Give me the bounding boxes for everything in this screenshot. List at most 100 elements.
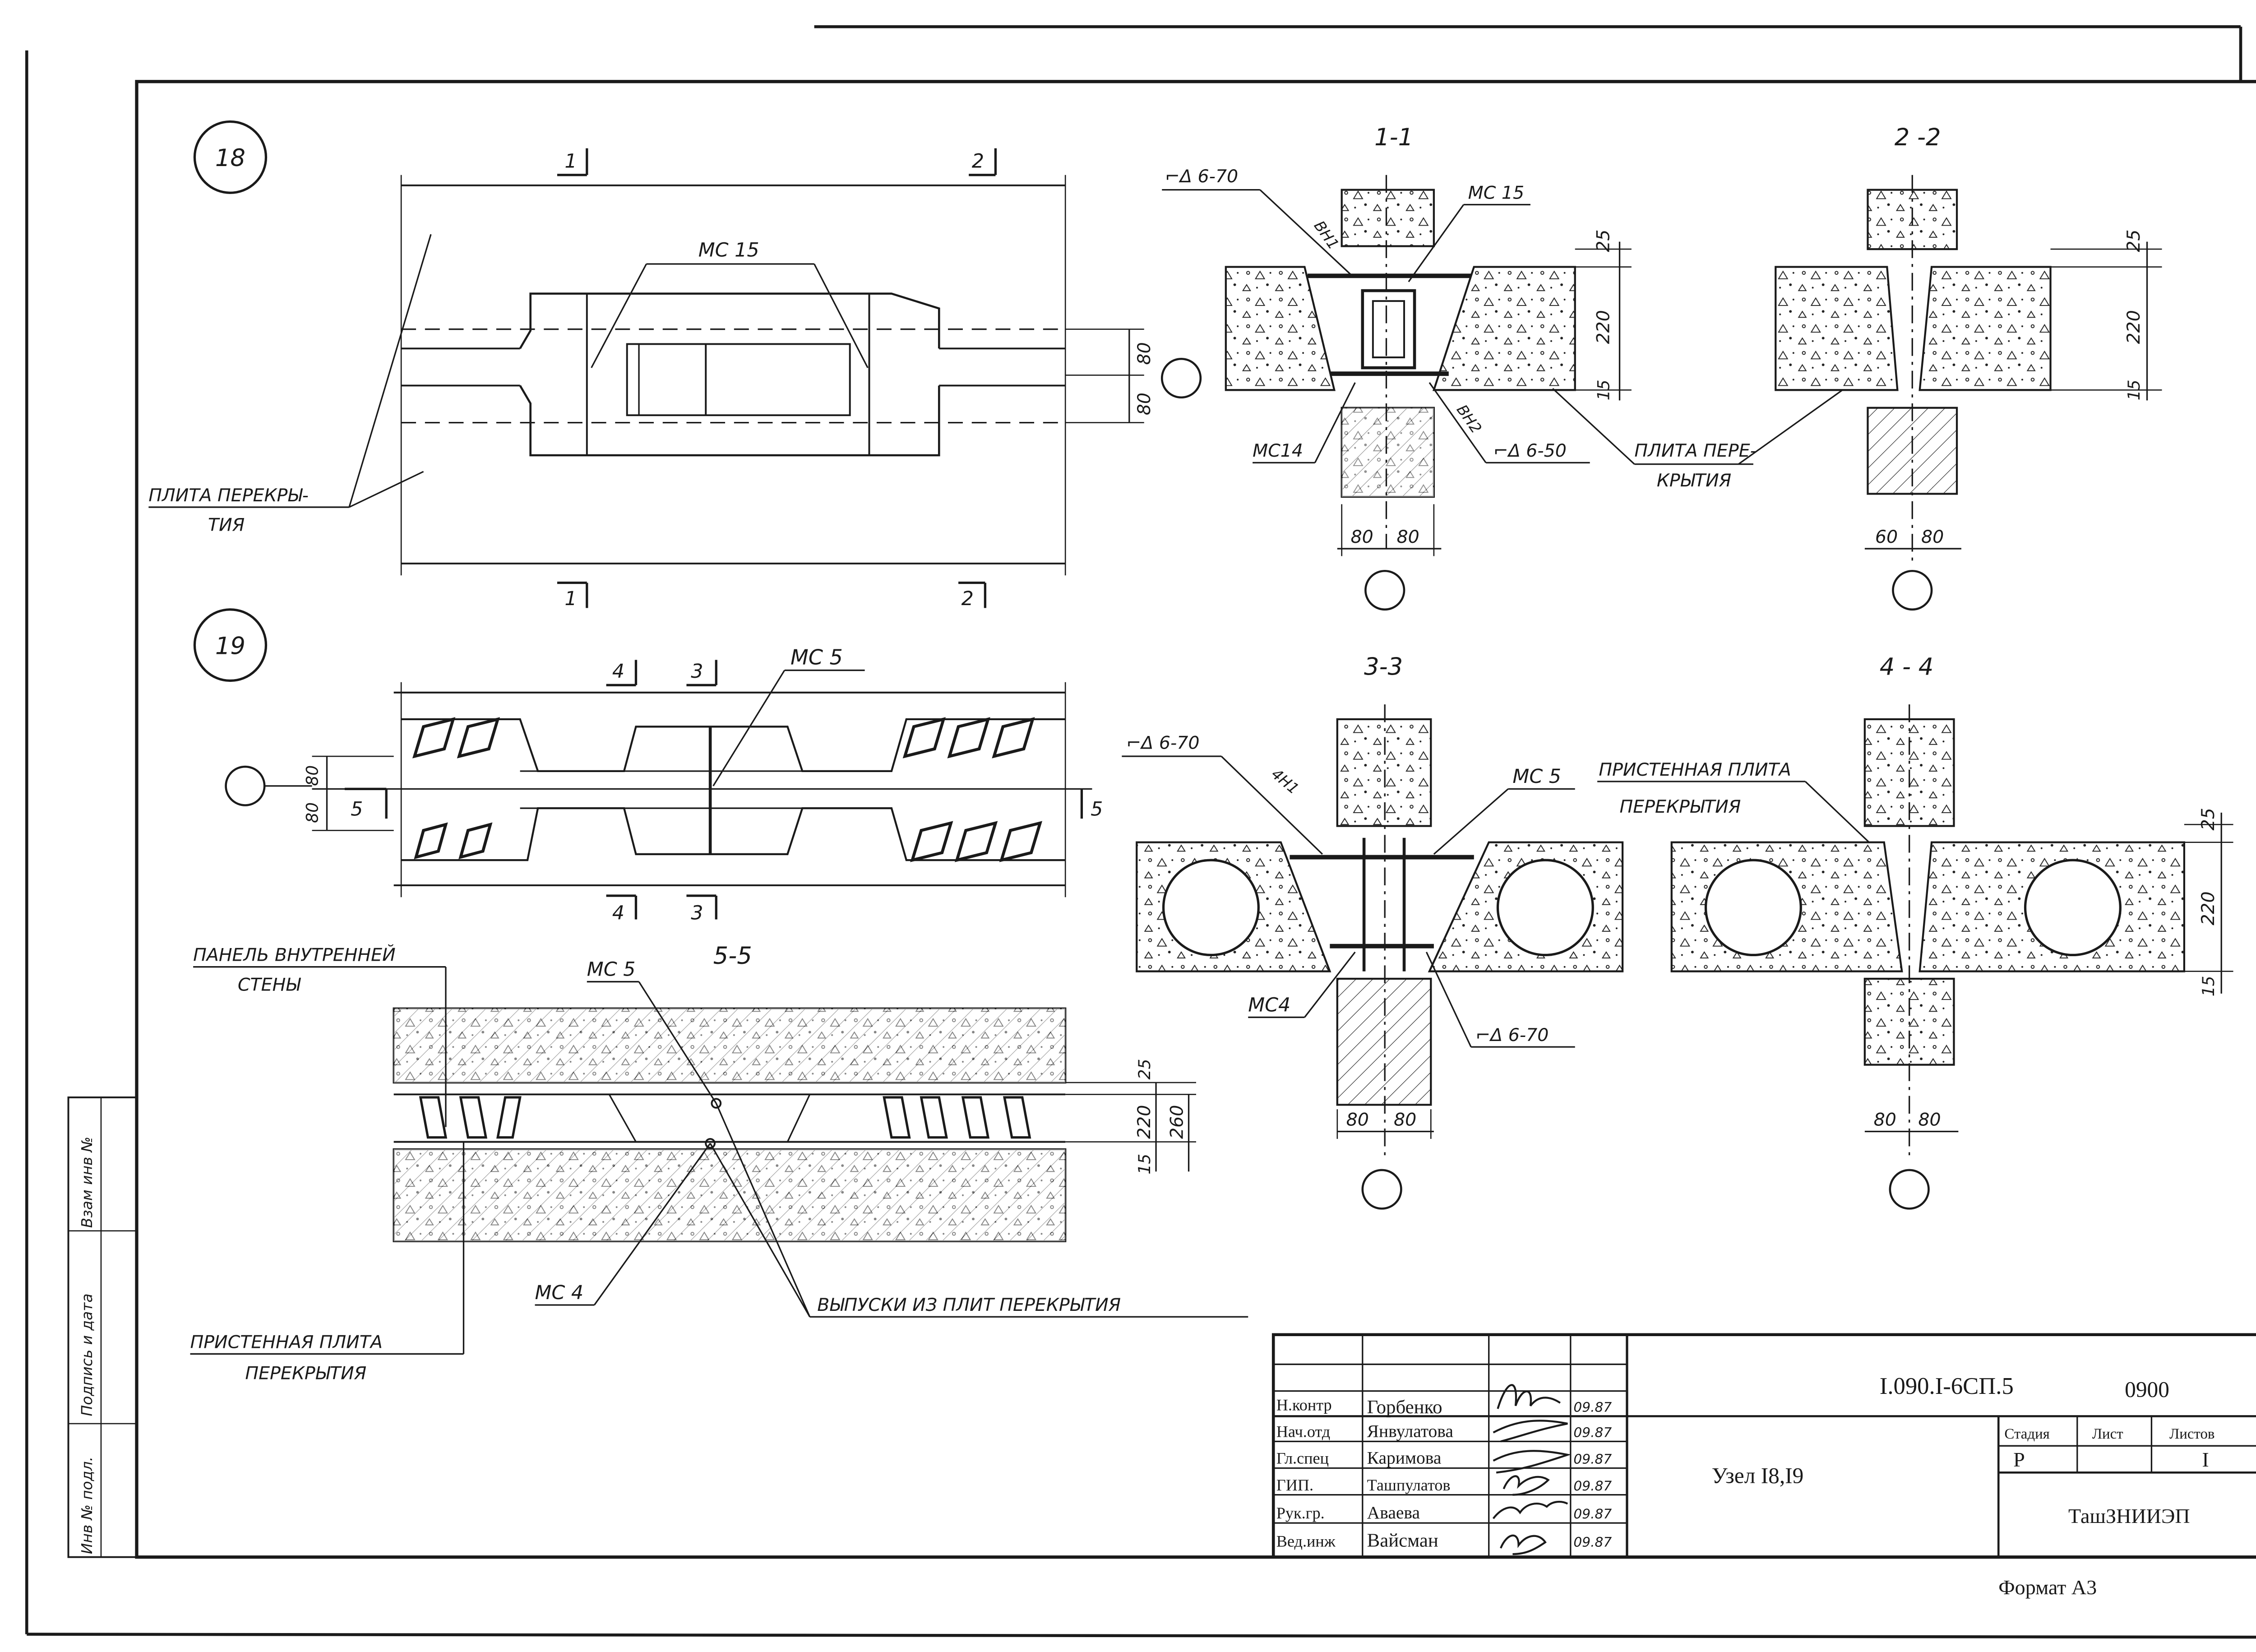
section-3-3-slab-label-1: ПРИСТЕННАЯ ПЛИТА [1599, 759, 1791, 780]
title-row-date: 09.87 [1573, 1452, 1612, 1467]
section-3-3-weld-top: МС 5 [1512, 765, 1561, 788]
section-1-1: 1-1 ⌐Δ 6-70 ВН1 МС 15 ВН2 ⌐Δ 6-50 МС14 П… [1162, 124, 1757, 611]
section-3-3-title: 3-3 [1364, 653, 1403, 680]
section-5-5-wall-label-1: ПАНЕЛЬ ВНУТРЕННЕЙ [193, 944, 396, 966]
section-4-4-dim-80-left: 80 [1874, 1109, 1896, 1130]
section-2-2-dim-25: 25 [2123, 229, 2144, 252]
section-5-5: 5-5 ПАНЕЛЬ ВНУТРЕННЕЙ СТЕНЫ МС 5 [190, 942, 1248, 1384]
section-1-1-weld-bottom: МС14 [1253, 440, 1303, 461]
node19-cut-3-bottom: 3 [691, 902, 703, 925]
node18-plan-slab-label-1: ПЛИТА ПЕРЕКРЫ- [148, 485, 309, 506]
section-3-3-n1: 4Н1 [1268, 765, 1302, 798]
title-row-name: Вайсман [1367, 1530, 1438, 1551]
section-3-3-bar-bottom: ⌐Δ 6-70 [1475, 1025, 1549, 1046]
section-3-3-bar-top: ⌐Δ 6-70 [1126, 733, 1199, 754]
section-5-5-dim-25: 25 [1135, 1059, 1154, 1079]
section-1-1-slab-label-2: КРЫТИЯ [1657, 470, 1731, 491]
title-row-name: Каримова [1367, 1448, 1442, 1468]
title-block-rows: Н.контр Горбенко 09.87 Нач.отд Янвулатов… [1276, 1396, 1612, 1551]
title-row-date: 09.87 [1573, 1425, 1612, 1440]
section-1-1-bar-top: ⌐Δ 6-70 [1165, 166, 1238, 187]
title-row-name: Ташпулатов [1367, 1476, 1451, 1494]
title-block-organization: ТашЗНИИЭП [2068, 1504, 2190, 1527]
node19-plan-weld-label: МС 5 [791, 645, 843, 669]
title-row-role: Нач.отд [1276, 1423, 1330, 1441]
node18-cut-2-bottom: 2 [962, 588, 974, 610]
section-1-1-dim-80-left: 80 [1350, 527, 1373, 547]
title-block-stage-value: Р [2013, 1448, 2025, 1471]
node18-cut-1-bottom: 1 [564, 588, 577, 610]
title-row-date: 09.87 [1573, 1478, 1612, 1494]
title-block-title: Узел I8,I9 [1712, 1463, 1804, 1488]
section-1-1-vn2: ВН2 [1453, 401, 1485, 436]
section-3-3-dim-80-right: 80 [1394, 1109, 1416, 1130]
title-row-role: Гл.спец [1276, 1449, 1329, 1467]
section-5-5-outlets-label: ВЫПУСКИ ИЗ ПЛИТ ПЕРЕКРЫТИЯ [817, 1295, 1121, 1315]
title-row-date: 09.87 [1573, 1535, 1612, 1550]
title-row-role: ГИП. [1276, 1476, 1313, 1494]
node19-cut-4-bottom: 4 [612, 902, 624, 925]
section-2-2-dim-60: 60 [1875, 527, 1898, 547]
section-1-1-bar-bottom: ⌐Δ 6-50 [1493, 440, 1567, 461]
node19-plan-dim-80-a: 80 [303, 765, 322, 786]
title-row-name: Аваева [1367, 1503, 1420, 1522]
sheet-frame [25, 25, 2256, 1639]
section-5-5-dim-15: 15 [1135, 1154, 1154, 1175]
section-1-1-dim-220: 220 [1593, 310, 1613, 344]
node19-cut-4-top: 4 [612, 660, 624, 683]
signatures [1492, 1384, 1572, 1555]
title-row-role: Н.контр [1276, 1396, 1332, 1414]
section-5-5-wall-label-2: СТЕНЫ [238, 974, 301, 995]
title-row-date: 09.87 [1573, 1400, 1612, 1415]
node19-number: 19 [215, 632, 245, 660]
title-row-name: Янвулатова [1367, 1421, 1453, 1441]
node18-cut-1-top: 1 [564, 150, 577, 172]
title-block-code: I.090.I-6СП.5 [1880, 1373, 2014, 1399]
section-5-5-dim-220: 220 [1134, 1105, 1155, 1139]
node18-plan-weld-label: МС 15 [698, 239, 759, 262]
title-row-role: Рук.гр. [1276, 1504, 1325, 1522]
side-stamp-replaced-inv: Взам инв № [78, 1137, 96, 1228]
format-label: Формат А3 [1998, 1576, 2097, 1599]
section-2-2: 2 -2 25 220 15 60 80 [1738, 124, 2162, 611]
title-block-extra-code: 0900 [2125, 1377, 2169, 1402]
node18-plan-dim-80-b: 80 [1134, 393, 1155, 415]
node19-cut-5-left: 5 [351, 798, 363, 821]
section-5-5-dim-260: 260 [1166, 1105, 1187, 1139]
section-4-4-dim-80-right: 80 [1918, 1109, 1941, 1130]
section-4-4-dim-15: 15 [2199, 976, 2218, 996]
section-2-2-dim-220: 220 [2123, 310, 2144, 344]
section-1-1-slab-label-1: ПЛИТА ПЕРЕ- [1634, 440, 1756, 461]
title-block-stage-header: Стадия [2004, 1426, 2049, 1442]
side-stamp-inv-original: Инв № подл. [78, 1457, 96, 1554]
node19-cut-3-top: 3 [691, 660, 703, 683]
section-3-3-weld-bottom: МС4 [1248, 994, 1290, 1016]
section-1-1-dim-15: 15 [1594, 379, 1613, 400]
section-1-1-weld-top: МС 15 [1468, 182, 1525, 203]
section-4-4: 4 - 4 25 220 15 80 80 [1670, 653, 2233, 1210]
node18-plan: 18 МС 15 1 2 1 [148, 120, 1202, 610]
section-5-5-slab-label-1: ПРИСТЕННАЯ ПЛИТА [190, 1332, 383, 1352]
section-3-3-slab-label-2: ПЕРЕКРЫТИЯ [1620, 796, 1741, 817]
title-row-name: Горбенко [1367, 1397, 1442, 1418]
section-4-4-dim-220: 220 [2198, 891, 2219, 925]
section-4-4-dim-25: 25 [2198, 808, 2219, 830]
title-block-sheets-value: I [2202, 1448, 2209, 1471]
section-5-5-weld-bottom: МС 4 [535, 1282, 584, 1304]
node18-cut-2-top: 2 [972, 150, 984, 172]
title-block: I.090.I-6СП.5 0900 Узел I8,I9 Стадия Лис… [1271, 1333, 2256, 1559]
node18-plan-slab-label-2: ТИЯ [208, 515, 245, 536]
section-1-1-dim-80-right: 80 [1397, 527, 1419, 547]
node19-plan: 19 МС 5 4 3 [193, 608, 1103, 925]
section-4-4-title: 4 - 4 [1880, 653, 1934, 680]
side-stamp-signature-date: Подпись и дата [78, 1293, 96, 1416]
node18-plan-dim-80-a: 80 [1134, 342, 1155, 365]
node18-number: 18 [215, 144, 245, 172]
node19-cut-5-right: 5 [1091, 798, 1103, 821]
section-5-5-title: 5-5 [713, 942, 752, 970]
section-5-5-slab-label-2: ПЕРЕКРЫТИЯ [245, 1363, 366, 1384]
title-block-sheet-header: Лист [2092, 1426, 2123, 1442]
section-3-3: 3-3 ⌐Δ 6-70 4Н1 МС 5 ПРИСТЕННАЯ ПЛИТА ПЕ… [1122, 653, 1873, 1210]
section-1-1-vn1: ВН1 [1311, 217, 1343, 253]
